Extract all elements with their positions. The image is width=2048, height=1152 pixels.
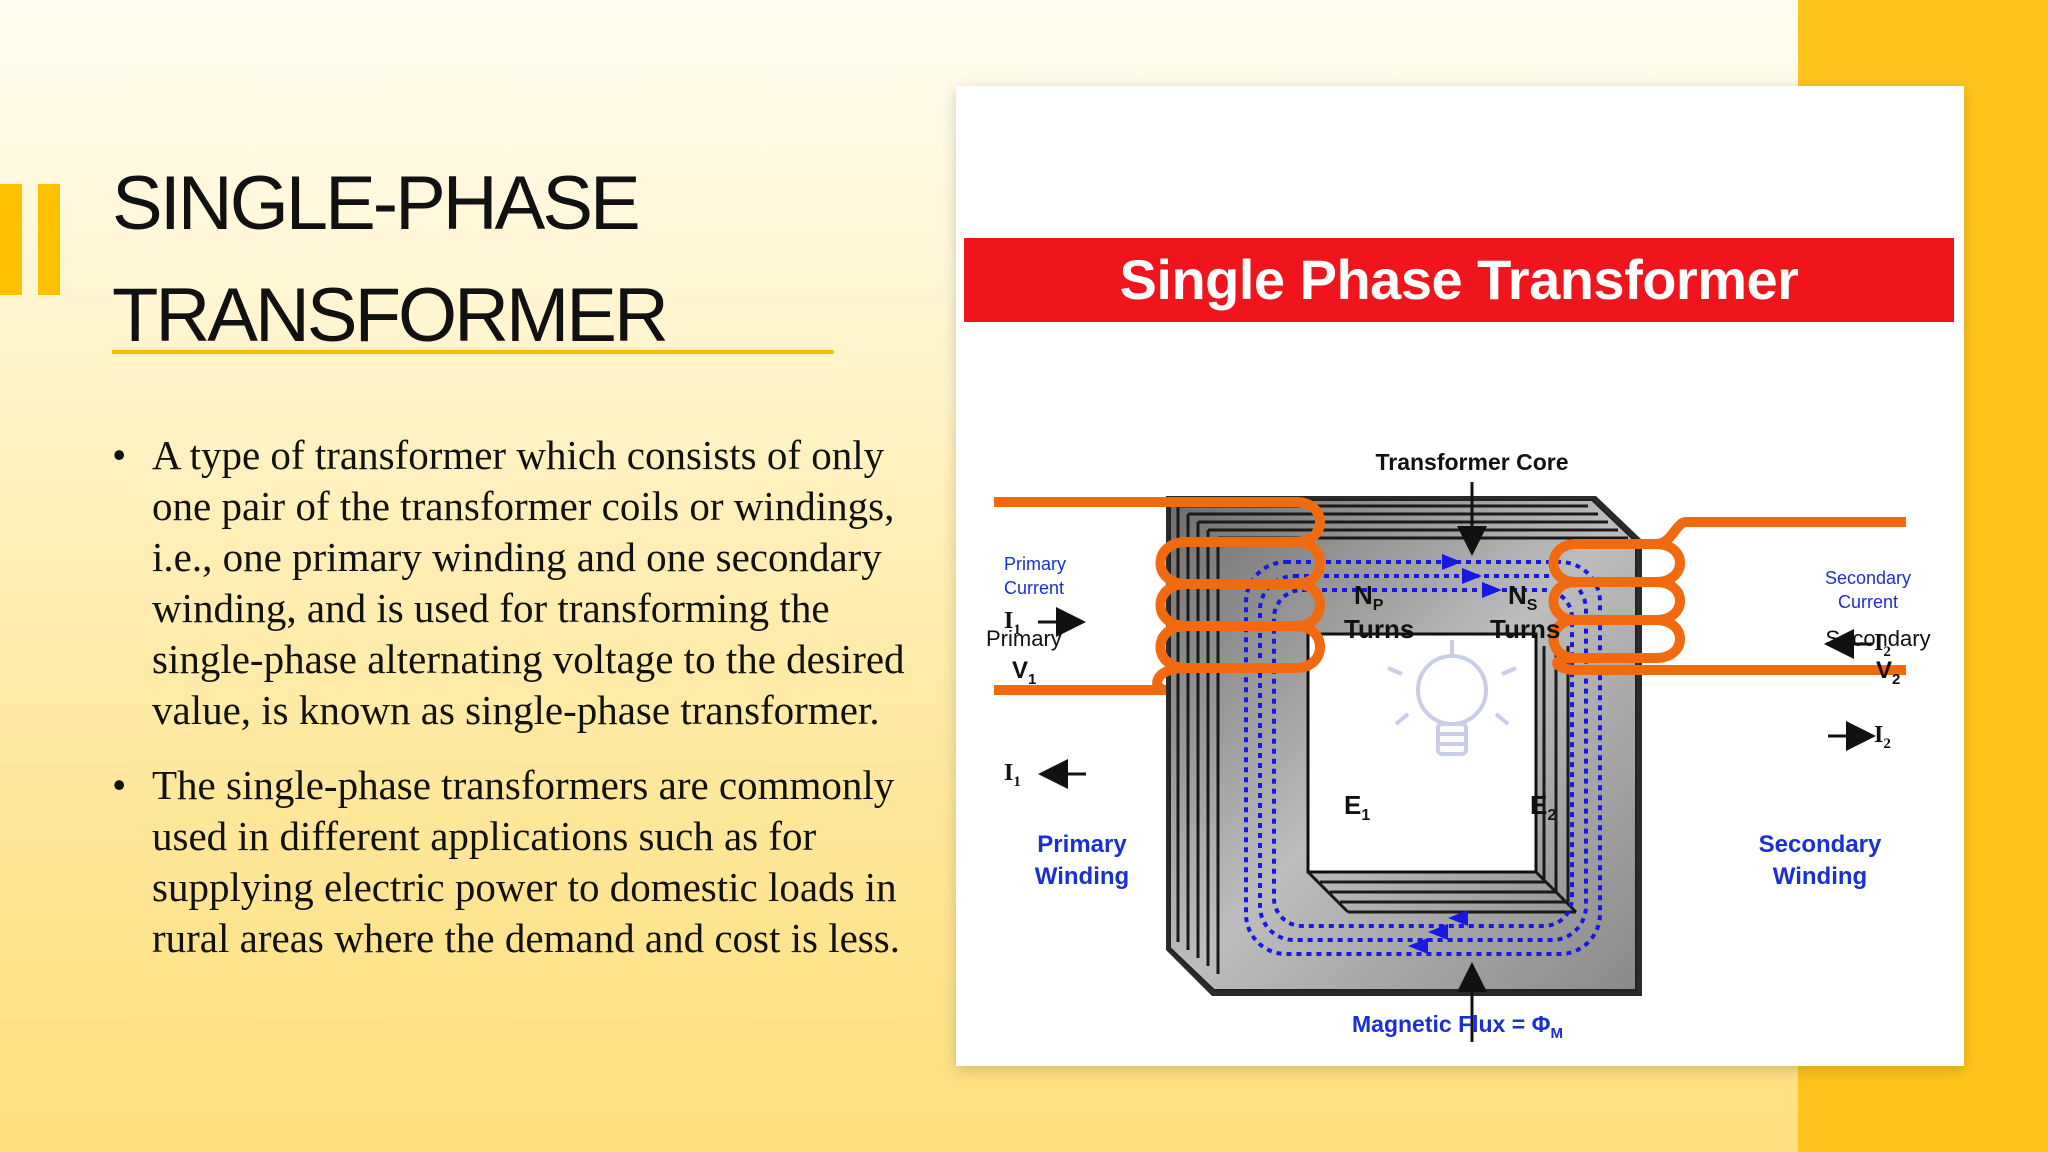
e1-label: E1: [1344, 790, 1370, 824]
ns-label: NS: [1508, 580, 1538, 614]
v1-label: V1: [1012, 657, 1036, 688]
bullet-marker: •: [112, 432, 127, 478]
np-label: NP: [1354, 580, 1384, 614]
secondary-current-label-line2: Current: [1838, 592, 1898, 612]
secondary-winding-label-line1: Secondary: [1759, 831, 1882, 858]
bullet-item: • A type of transformer which consists o…: [112, 430, 932, 736]
slide-title: SINGLE-PHASE TRANSFORMER: [112, 148, 832, 372]
secondary-winding-label-line2: Winding: [1773, 863, 1867, 890]
primary-current-label-line1: Primary: [1004, 554, 1066, 574]
bullet-text: A type of transformer which consists of …: [152, 432, 905, 733]
lightbulb-icon: [1387, 640, 1517, 756]
title-underline: [112, 350, 834, 354]
diagram-card: Single Phase Transformer: [956, 86, 1964, 1066]
e2-label: E2: [1530, 790, 1556, 824]
primary-winding-label-line1: Primary: [1037, 831, 1127, 858]
i2-bottom-label: I2: [1874, 722, 1891, 752]
v2-label: V2: [1876, 657, 1900, 688]
primary-winding-coil: [994, 497, 1325, 695]
title-accent-mark-right: [38, 184, 60, 295]
primary-winding-label-line2: Winding: [1035, 863, 1129, 890]
secondary-winding-coil: [1548, 517, 1906, 675]
primary-current-label-line2: Current: [1004, 578, 1064, 598]
title-accent-mark-left: [0, 184, 22, 295]
i1-bottom-label: I1: [1004, 760, 1021, 790]
bullet-marker: •: [112, 762, 127, 808]
primary-turns-label: Turns: [1344, 614, 1414, 644]
core-label: Transformer Core: [1375, 449, 1568, 475]
transformer-diagram: Transformer Core Primary Current I1 Prim…: [986, 449, 1931, 1042]
i1-top-label: I1: [1004, 608, 1021, 638]
bullet-list: • A type of transformer which consists o…: [112, 430, 932, 988]
diagram-banner-title: Single Phase Transformer: [964, 238, 1954, 322]
secondary-current-label-line1: Secondary: [1825, 568, 1911, 588]
flux-direction-arrows: [1408, 554, 1502, 954]
secondary-voltage-label: Secondary: [1825, 626, 1930, 651]
primary-voltage-label: Primary: [986, 626, 1062, 651]
magnetic-flux-lines: [1244, 560, 1602, 956]
magnetic-flux-label: Magnetic Flux = ΦM: [1352, 1011, 1563, 1042]
i2-top-label: I2: [1874, 630, 1891, 660]
title-line-2: TRANSFORMER: [112, 273, 669, 358]
bullet-text: The single-phase transformers are common…: [152, 762, 900, 961]
bullet-item: • The single-phase transformers are comm…: [112, 760, 932, 964]
secondary-turns-label: Turns: [1490, 614, 1560, 644]
title-line-1: SINGLE-PHASE: [112, 161, 641, 246]
